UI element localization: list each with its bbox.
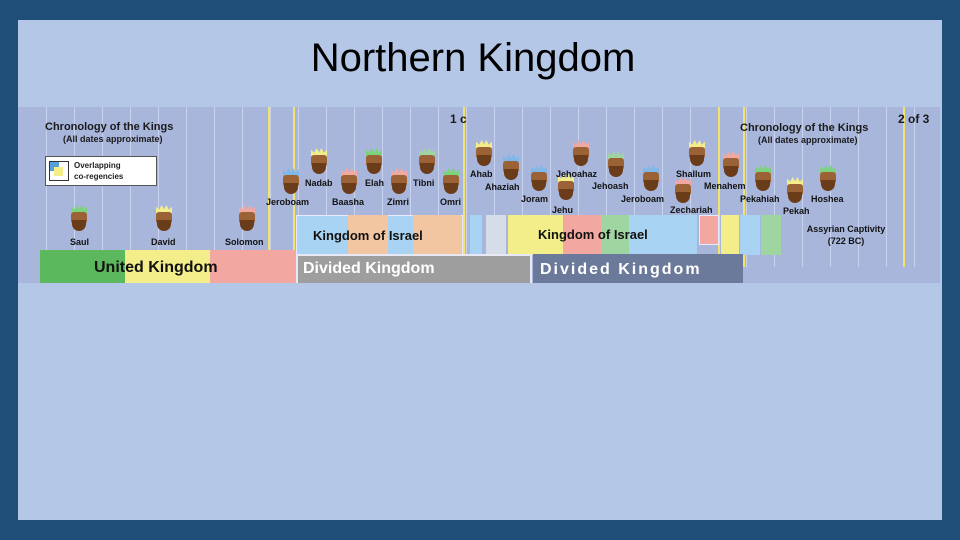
king-name: Jehoash (592, 181, 629, 191)
chronology-chart: Chronology of the Kings (All dates appro… (18, 107, 940, 283)
divided-kingdom-label-1: Divided Kingdom (303, 260, 435, 277)
king-name: Shallum (676, 169, 712, 179)
king-name: Ahab (470, 169, 493, 179)
king-icon (817, 165, 839, 191)
king-name: Elah (365, 178, 385, 188)
king-icon (784, 177, 806, 203)
king-name: Menahem (704, 181, 746, 191)
king-name: Jeroboam (266, 197, 310, 207)
israel-band-1-segment (348, 215, 388, 255)
king-icon (440, 168, 462, 194)
israel-band-2-pink (563, 215, 601, 255)
chart-header-left: Chronology of the Kings (45, 121, 174, 133)
king-icon (570, 140, 592, 166)
king-name: Pekah (783, 206, 810, 216)
israel-band-2-yellow (508, 215, 563, 255)
israel-band-3 (740, 215, 760, 255)
king-name: Jeroboam (621, 194, 665, 204)
captivity-label: Assyrian Captivity (806, 224, 886, 234)
king-name: Jehoahaz (556, 169, 598, 179)
divided-kingdom-bar-1 (296, 254, 532, 283)
slide-title: Northern Kingdom (310, 36, 636, 80)
king-name: Ahaziah (485, 182, 520, 192)
divided-kingdom-bar-2 (533, 254, 743, 283)
israel-band-1-segment (413, 215, 461, 255)
israel-band-2-blue (629, 215, 697, 255)
king-icon (338, 168, 360, 194)
king-icon (752, 165, 774, 191)
king-icon (153, 205, 175, 231)
kingdom-israel-label-2: Kingdom of Israel (538, 227, 648, 242)
king-name: David (151, 237, 176, 247)
israel-band-2-green (601, 215, 629, 255)
king-icon (555, 174, 577, 200)
israel-band-gap (470, 215, 482, 255)
king-icon (236, 205, 258, 231)
legend-line1: Overlapping (74, 161, 121, 170)
king-name: Zechariah (670, 205, 713, 215)
israel-band-3 (699, 215, 719, 245)
king-name: Zimri (387, 197, 410, 207)
king-name: Pekahiah (740, 194, 780, 204)
page-indicator-left: 1 c (450, 112, 467, 126)
kingdom-israel-label-1: Kingdom of Israel (313, 228, 423, 243)
king-icon (528, 165, 550, 191)
chart-header-left-sub: (All dates approximate) (63, 134, 163, 144)
united-segment-pink (210, 250, 296, 283)
king-icon (388, 168, 410, 194)
king-icon (68, 205, 90, 231)
king-name: Hoshea (811, 194, 844, 204)
king-icon (605, 151, 627, 177)
king-icon (280, 168, 302, 194)
king-icon (416, 148, 438, 174)
united-kingdom-label: United Kingdom (94, 259, 218, 276)
israel-band-gap (486, 215, 506, 255)
king-name: Tibni (413, 178, 435, 188)
king-name: Joram (521, 194, 549, 204)
chart-header-right: Chronology of the Kings (740, 122, 869, 134)
king-name: Baasha (332, 197, 365, 207)
chart-header-right-sub: (All dates approximate) (758, 135, 858, 145)
king-name: Omri (440, 197, 462, 207)
page-indicator-right: 2 of 3 (898, 112, 930, 126)
king-icon (720, 151, 742, 177)
king-icon (473, 140, 495, 166)
co-regency-swatch-icon (49, 161, 69, 181)
king-icon (500, 154, 522, 180)
king-icon (308, 148, 330, 174)
king-name: Saul (70, 237, 90, 247)
united-segment-green (40, 250, 125, 283)
israel-band-3 (761, 215, 781, 255)
king-name: Nadab (305, 178, 333, 188)
king-name: Jehu (552, 205, 574, 215)
king-icon (672, 177, 694, 203)
king-icon (640, 165, 662, 191)
divided-kingdom-label-2: Divided Kingdom (540, 261, 702, 278)
captivity-date: (722 BC) (827, 236, 865, 246)
legend-line2: co-regencies (74, 172, 124, 181)
king-icon (363, 148, 385, 174)
united-segment-yellow (125, 250, 210, 283)
king-name: Solomon (225, 237, 264, 247)
legend-box: Overlapping co-regencies (45, 156, 157, 186)
israel-band-3 (721, 215, 739, 255)
king-icon (686, 140, 708, 166)
